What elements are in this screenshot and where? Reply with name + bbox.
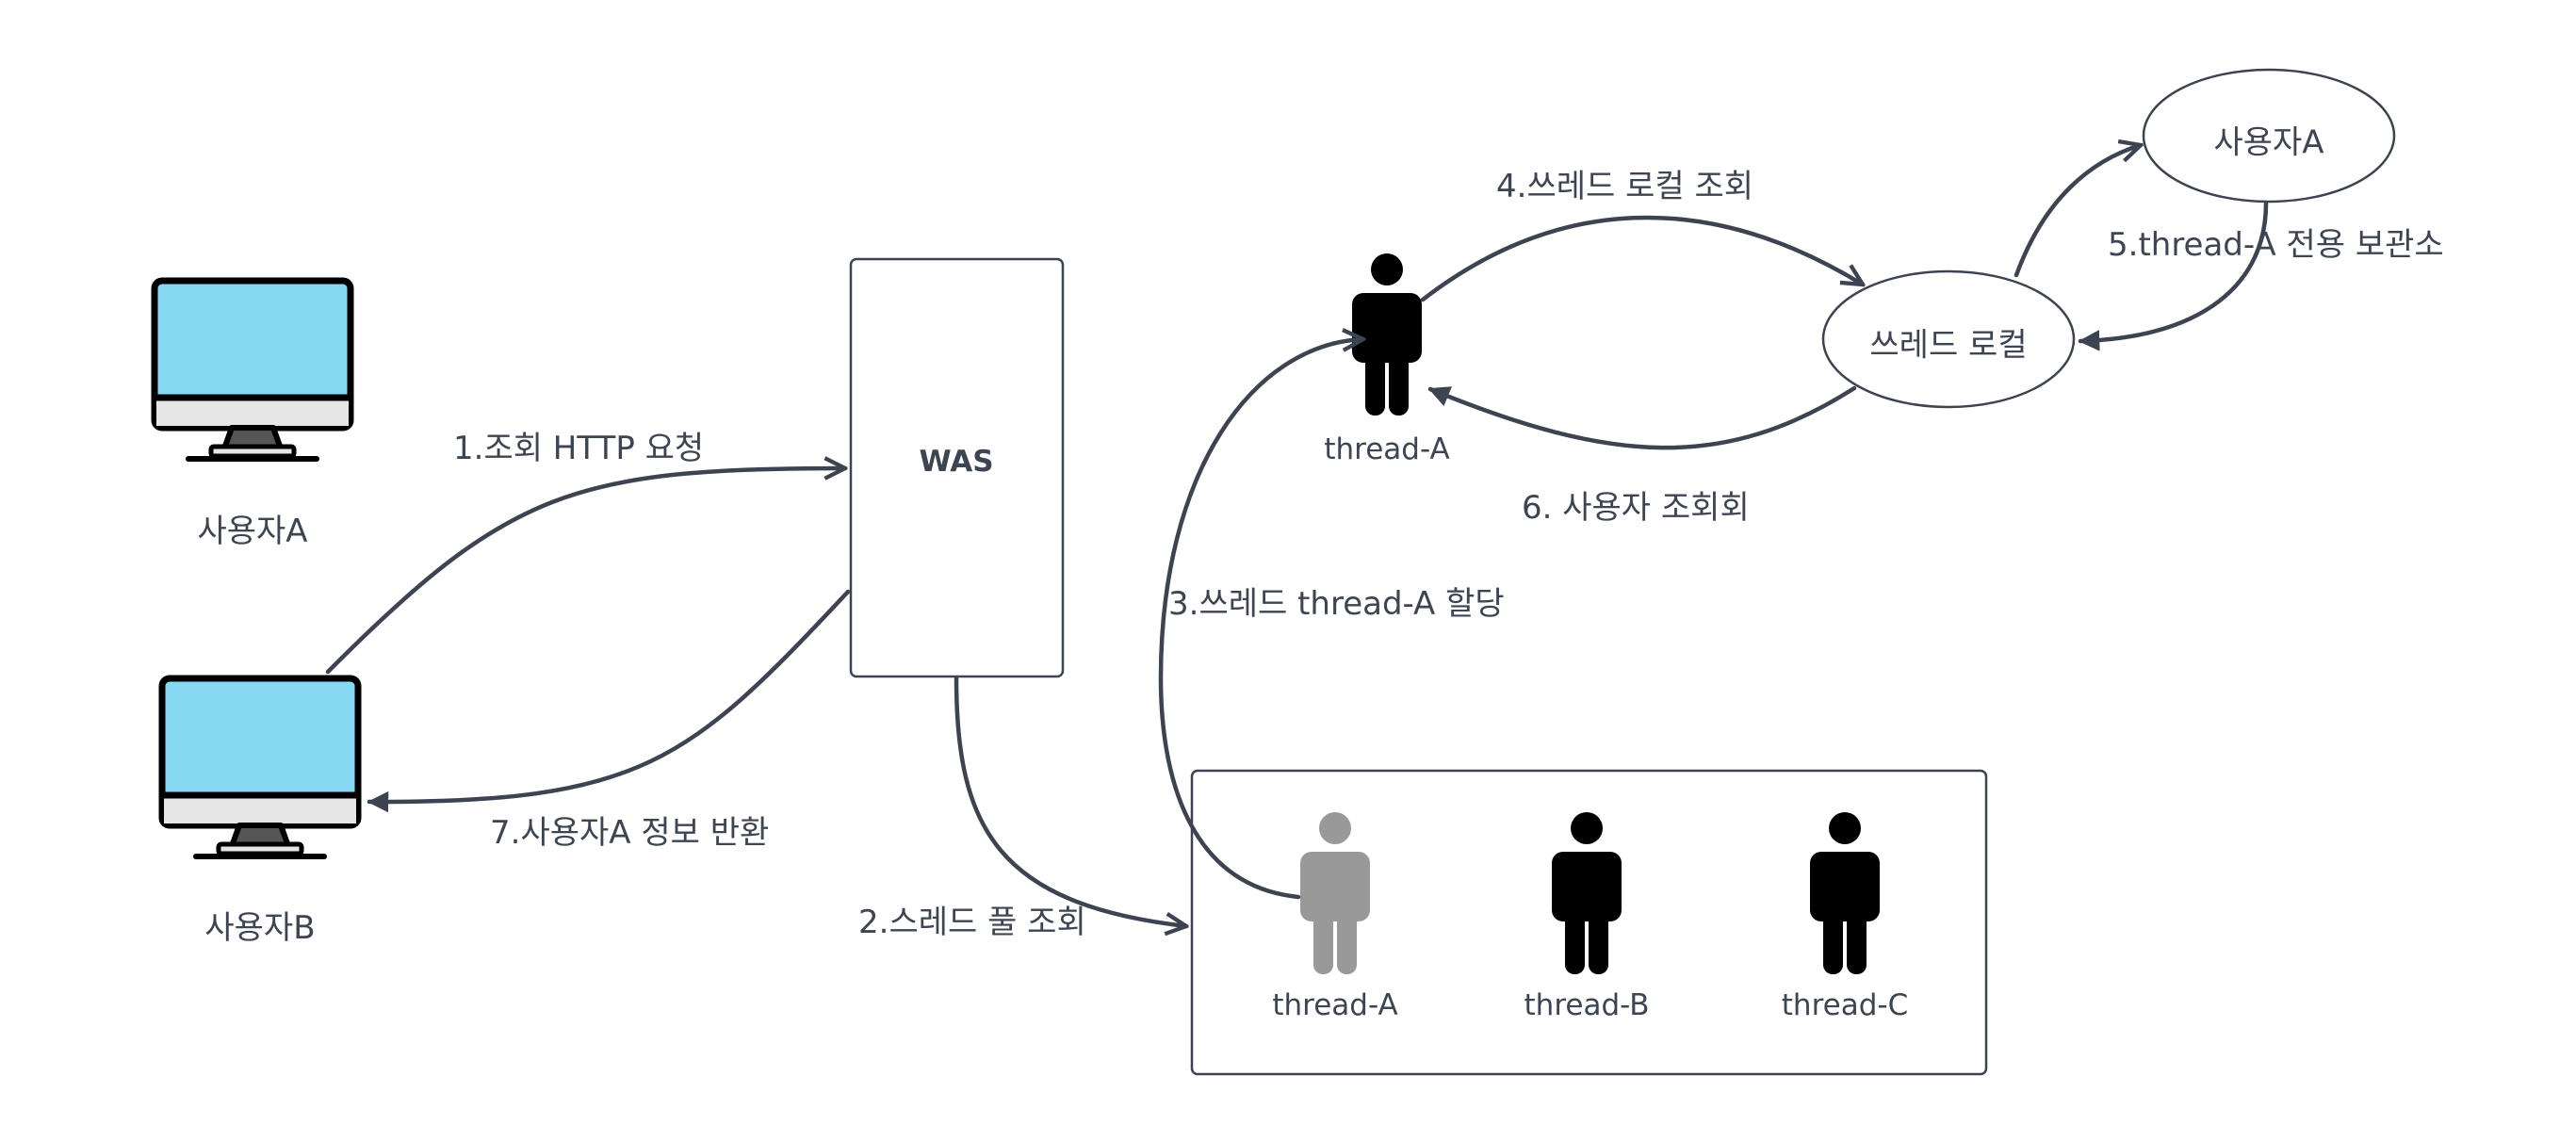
edge-step7 [367,589,851,813]
edge-step6 [1427,385,1857,450]
edge-step5-out [2014,145,2141,278]
person-icon [1352,253,1422,416]
storage-user-node: 사용자A [2142,68,2396,204]
monitor-b: 사용자B [162,678,358,947]
active-thread: thread-A [1324,253,1450,466]
pool-thread-label: thread-B [1524,988,1650,1022]
was-node: WAS [849,257,1065,678]
pool-thread: thread-C [1782,812,1908,1022]
pool-thread: thread-B [1524,812,1650,1022]
edge-label-step7: 7.사용자A 정보 반환 [490,814,769,852]
edge-label-step6: 6. 사용자 조회회 [1522,489,1750,527]
active-thread-label: thread-A [1324,432,1449,466]
thread-pool: thread-A thread-B thread-C [1190,769,1988,1076]
edge-step3 [1158,339,1363,900]
monitor-b-label: 사용자B [204,909,315,947]
edge-label-step1: 1.조회 HTTP 요청 [453,430,704,467]
edge-label-step3: 3.쓰레드 thread-A 할당 [1168,585,1505,623]
edge-label-step4: 4.쓰레드 로컬 조회 [1496,168,1753,205]
thread-local-ellipse [1821,269,2076,409]
pool-thread-label: thread-C [1782,988,1908,1022]
storage-user-label: 사용자A [2213,124,2323,162]
monitor-icon [155,281,351,459]
pool-thread: thread-A [1272,812,1398,1022]
monitor-a: 사용자A [155,281,351,550]
monitor-a-label: 사용자A [197,513,307,550]
storage-user-ellipse [2142,68,2396,204]
monitor-icon [162,678,358,856]
edge-step4 [1420,215,1863,302]
edge-step1 [325,468,845,675]
edge-label-step2: 2.스레드 풀 조회 [858,904,1086,941]
thread-local-label: 쓰레드 로컬 [1869,327,2027,365]
was-label: WAS [919,445,993,479]
edge-label-step5: 5.thread-A 전용 보관소 [2108,226,2444,264]
edge-step2 [954,676,1186,926]
edge-step5-return [2078,201,2269,351]
pool-thread-label: thread-A [1272,988,1397,1022]
thread-local-node: 쓰레드 로컬 [1821,269,2076,409]
